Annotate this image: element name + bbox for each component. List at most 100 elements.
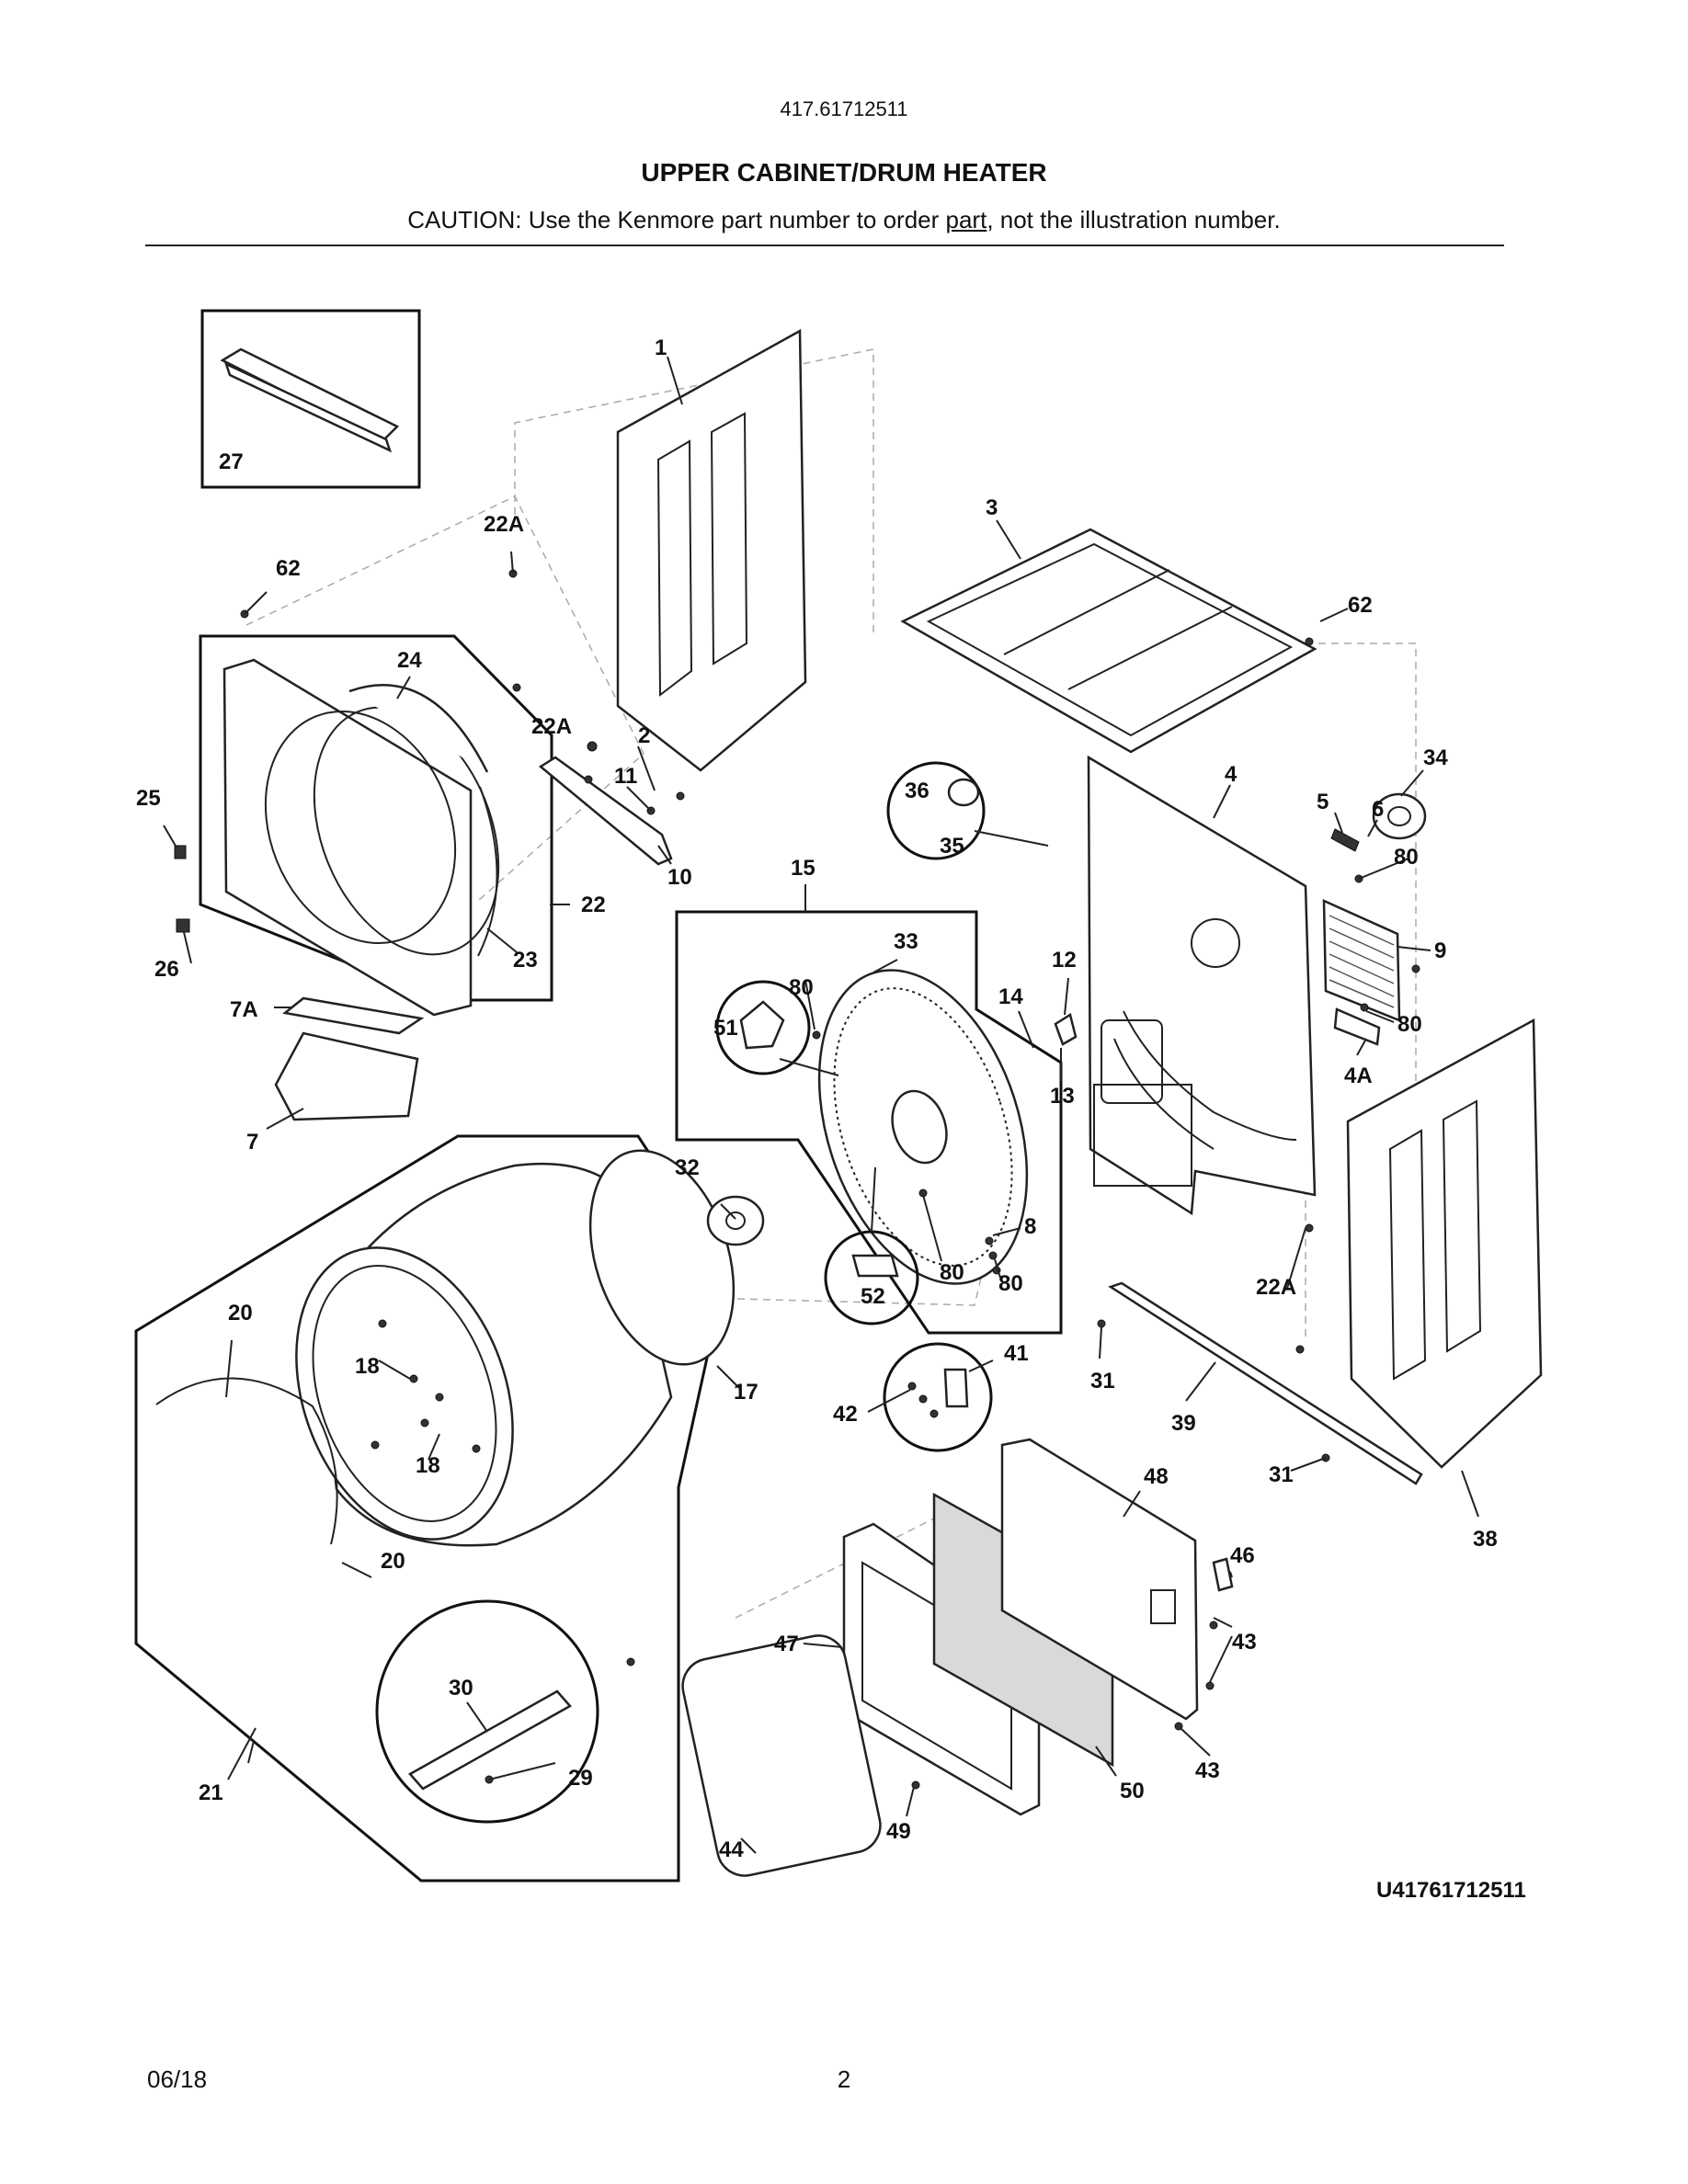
callout-20-lower: 20	[381, 1549, 405, 1574]
part-3-top-panel	[900, 528, 1317, 754]
callout-22A-middle: 22A	[531, 714, 572, 739]
group-outline-21	[134, 1134, 728, 1883]
callout-80-upper-right: 80	[1394, 845, 1419, 870]
callout-18-upper: 18	[355, 1354, 380, 1379]
part-1-side-panel	[616, 328, 807, 772]
caution-note: CAUTION: Use the Kenmore part number to …	[0, 206, 1688, 234]
callout-24: 24	[397, 648, 422, 673]
callout-labels: 1 2 3 4 4A 5 6 7 7A 8 9 10 11 12 13 14 1…	[136, 336, 1498, 1862]
part-48-cover-plate	[1000, 1438, 1199, 1721]
callout-23: 23	[513, 948, 538, 973]
callout-25: 25	[136, 786, 161, 811]
part-12-bracket	[1054, 1013, 1078, 1046]
callout-35: 35	[940, 834, 964, 859]
callout-20-upper: 20	[228, 1301, 253, 1325]
callout-43-lower: 43	[1195, 1758, 1220, 1783]
callout-15: 15	[791, 856, 815, 881]
callout-22A-top: 22A	[484, 512, 524, 537]
callout-52: 52	[861, 1284, 885, 1309]
part-9-vent-grille	[1322, 899, 1401, 1022]
part-4-rear-panel	[1087, 755, 1317, 1216]
callout-31-right: 31	[1269, 1462, 1294, 1487]
inset-circle-drum-baffle	[375, 1599, 599, 1824]
page-title: UPPER CABINET/DRUM HEATER	[641, 158, 1047, 187]
callout-26: 26	[154, 957, 179, 982]
callout-3: 3	[986, 495, 998, 520]
callout-32: 32	[675, 1155, 700, 1180]
inset-thermostat	[886, 761, 1049, 860]
inset-circle-52	[824, 1230, 919, 1325]
callout-80-bulkhead-bottom: 80	[940, 1260, 964, 1285]
callout-30: 30	[449, 1676, 473, 1701]
callout-7: 7	[246, 1130, 258, 1155]
callout-42: 42	[833, 1402, 858, 1427]
callout-14: 14	[998, 984, 1023, 1009]
inset-circle-51	[715, 980, 811, 1075]
callout-9: 9	[1434, 938, 1446, 963]
callout-51: 51	[713, 1016, 738, 1041]
group-outline-15	[675, 910, 1063, 1335]
inset-box-lint-filter	[200, 309, 421, 489]
part-22-front-panel-group	[199, 634, 553, 1017]
callout-38: 38	[1473, 1527, 1498, 1552]
part-25-clip	[174, 845, 187, 859]
callout-18-lower: 18	[416, 1453, 440, 1478]
leader-lines	[163, 356, 1479, 1854]
part-32-bearing	[706, 1195, 765, 1246]
model-number: 417.61712511	[780, 97, 908, 120]
illustration-code: U41761712511	[1376, 1878, 1526, 1903]
callout-5: 5	[1317, 790, 1329, 814]
callout-62-right: 62	[1348, 593, 1373, 618]
callout-44: 44	[719, 1837, 744, 1862]
callout-31-left: 31	[1090, 1369, 1115, 1393]
part-10-bracket	[538, 756, 673, 866]
part-26-clip	[176, 918, 190, 933]
callout-2: 2	[638, 723, 650, 748]
part-21-drum-group	[134, 1134, 736, 1883]
callout-21: 21	[199, 1780, 223, 1805]
callout-7A: 7A	[230, 997, 258, 1022]
callout-10: 10	[667, 865, 692, 890]
callout-80-bulkhead-top: 80	[789, 975, 814, 1000]
footer-date: 06/18	[147, 2065, 208, 2093]
part-15-rear-bulkhead-group	[675, 910, 1063, 1335]
callout-1: 1	[655, 336, 667, 360]
page-number: 2	[837, 2065, 851, 2093]
callout-36: 36	[905, 779, 930, 803]
callout-6: 6	[1372, 797, 1384, 822]
caution-prefix: CAUTION: Use the Kenmore part number to …	[407, 206, 946, 233]
callout-29: 29	[568, 1766, 593, 1791]
inset-circle-41	[883, 1342, 993, 1452]
inset-circle-36	[886, 761, 986, 860]
callout-12: 12	[1052, 948, 1077, 973]
callout-47: 47	[774, 1632, 799, 1656]
caution-underlined-word: part	[945, 206, 987, 233]
callout-48: 48	[1144, 1464, 1169, 1489]
callout-33: 33	[894, 929, 918, 954]
part-27-lint-filter	[200, 309, 421, 489]
callout-22: 22	[581, 893, 606, 917]
part-4A-plate	[1333, 1007, 1381, 1046]
part-39-rail	[1108, 1281, 1423, 1485]
callout-41: 41	[1004, 1341, 1029, 1366]
group-outline-22	[199, 634, 553, 1002]
callout-22A-right: 22A	[1256, 1275, 1296, 1300]
callout-43-upper: 43	[1232, 1630, 1257, 1655]
callout-4A: 4A	[1344, 1064, 1373, 1088]
caution-suffix: , not the illustration number.	[987, 206, 1281, 233]
part-6-grommet	[1372, 792, 1427, 840]
callout-4: 4	[1225, 762, 1237, 787]
callout-50: 50	[1120, 1779, 1145, 1803]
part-46-clip	[1212, 1557, 1234, 1592]
callout-80-bulkhead-right: 80	[998, 1271, 1023, 1296]
part-7-control-bracket	[274, 996, 425, 1121]
callout-8: 8	[1024, 1214, 1036, 1239]
part-44-gasket	[681, 1634, 882, 1877]
callout-80-lower-right: 80	[1397, 1012, 1422, 1037]
callout-27: 27	[219, 449, 244, 474]
callout-11: 11	[614, 764, 637, 789]
callout-17: 17	[734, 1380, 758, 1405]
part-5-bracket	[1330, 828, 1360, 852]
callout-39: 39	[1171, 1411, 1196, 1436]
